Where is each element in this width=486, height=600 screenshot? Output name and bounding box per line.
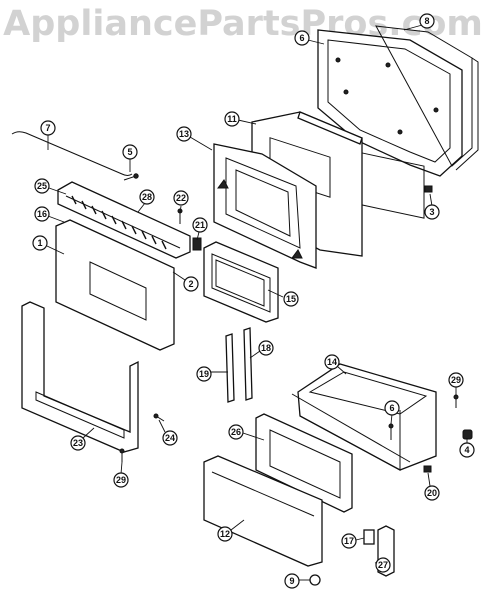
handle-cap [363,529,375,545]
callout-6: 6 [384,400,400,416]
svg-text:18: 18 [261,343,271,353]
svg-text:2: 2 [188,279,193,289]
outer-door-panel [55,219,175,351]
svg-text:7: 7 [45,123,50,133]
callout-13: 13 [176,126,192,142]
svg-text:25: 25 [37,181,47,191]
svg-text:8: 8 [424,16,429,26]
svg-text:1: 1 [37,238,42,248]
lower-side-frame [21,301,139,453]
svg-text:21: 21 [195,220,205,230]
callout-7: 7 [40,120,56,136]
svg-text:17: 17 [344,536,354,546]
svg-text:15: 15 [286,294,296,304]
svg-text:3: 3 [429,207,434,217]
watermark-logo: AppliancePartsPros.com [3,4,483,44]
callout-22: 22 [173,190,189,206]
callout-15: 15 [283,291,299,307]
drawer-slide-right [243,327,253,401]
callout-29-left: 29 [113,472,129,488]
screw-5 [123,173,139,181]
callout-6-top: 6 [294,30,310,46]
callout-12: 12 [217,526,233,542]
callout-2: 2 [183,276,199,292]
svg-text:9: 9 [289,576,294,586]
outer-door-frame [317,29,463,219]
door-liner [213,143,317,269]
callout-29-right: 29 [448,372,464,388]
door-rod [11,131,133,176]
callout-3: 3 [424,204,440,220]
svg-text:14: 14 [327,357,337,367]
callout-4: 4 [459,442,475,458]
svg-text:11: 11 [227,114,237,124]
hinge-bracket [192,237,202,251]
callout-19: 19 [196,366,212,382]
svg-text:26: 26 [231,427,241,437]
svg-text:19: 19 [199,369,209,379]
svg-text:20: 20 [427,488,437,498]
svg-text:22: 22 [176,193,186,203]
drawer-slide-left [225,333,235,403]
svg-text:23: 23 [73,438,83,448]
svg-text:27: 27 [378,560,388,570]
callout-8: 8 [419,13,435,29]
vent-trim [57,181,191,259]
callout-23: 23 [70,435,86,451]
svg-text:13: 13 [179,129,189,139]
screw-29-left [119,448,125,462]
drawer-knob [309,574,321,586]
callout-28: 28 [139,189,155,205]
storage-drawer [291,363,437,471]
svg-text:24: 24 [165,433,175,443]
oven-window-pack [203,241,279,323]
callout-16: 16 [34,206,50,222]
callout-5: 5 [122,144,138,160]
callout-1: 1 [32,235,48,251]
drawer-clip [423,465,432,473]
callout-9: 9 [284,573,300,589]
callout-17: 17 [341,533,357,549]
svg-text:16: 16 [37,209,47,219]
svg-text:29: 29 [451,375,461,385]
svg-text:6: 6 [299,33,304,43]
drawer-glide [462,429,473,440]
callout-11: 11 [224,111,240,127]
door-clip [424,185,433,193]
callout-24: 24 [162,430,178,446]
svg-text:28: 28 [142,192,152,202]
svg-text:4: 4 [464,445,469,455]
door-gasket [375,25,479,171]
callout-21: 21 [192,217,208,233]
callout-14: 14 [324,354,340,370]
svg-text:29: 29 [116,475,126,485]
callout-18: 18 [258,340,274,356]
svg-text:6: 6 [389,403,394,413]
svg-text:5: 5 [127,147,132,157]
drawer-front-frame [255,413,353,513]
leader-lines [46,23,468,581]
screw-24 [153,413,165,422]
svg-text:12: 12 [220,529,230,539]
callout-25: 25 [34,178,50,194]
screw-29-right [453,394,459,408]
callout-20: 20 [424,485,440,501]
callout-26: 26 [228,424,244,440]
drawer-panel [203,455,323,567]
callout-27: 27 [375,557,391,573]
